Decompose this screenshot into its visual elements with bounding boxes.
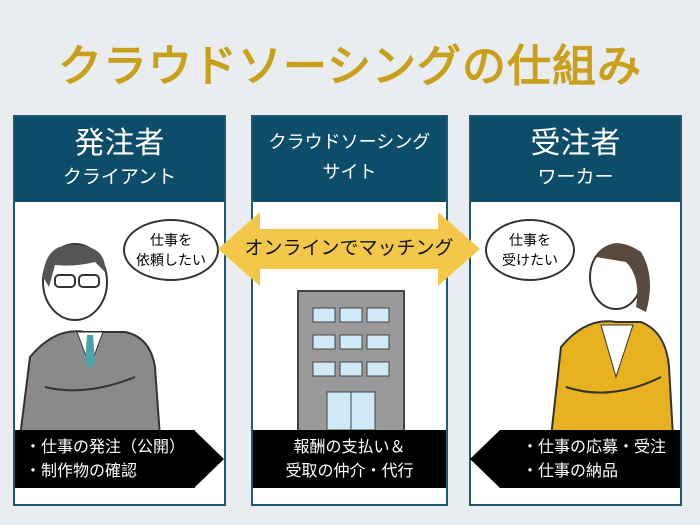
site-title-line2: サイト — [322, 162, 377, 183]
worker-subtitle: ワーカー — [537, 166, 614, 188]
matching-label: オンラインでマッチング — [244, 237, 454, 259]
task-item: ・仕事の納品 — [522, 461, 619, 480]
speech-line: 依頼したい — [136, 253, 206, 269]
businessman-illustration — [18, 243, 162, 437]
site-title-line1: クラウドソーシング — [268, 132, 431, 153]
task-item: ・制作物の確認 — [25, 461, 138, 480]
client-title: 発注者 — [74, 126, 165, 161]
client-subtitle: クライアント — [62, 166, 177, 188]
worker-tasks-box: ・仕事の応募・受注 ・仕事の納品 — [500, 430, 680, 488]
task-item: ・仕事の発注（公開） — [25, 437, 186, 456]
building-icon — [297, 290, 405, 432]
right-pointer-icon — [194, 430, 224, 488]
worker-header: 受注者 ワーカー — [471, 117, 680, 202]
worker-title: 受注者 — [530, 126, 621, 161]
worker-speech-bubble: 仕事を 受けたい — [485, 219, 575, 281]
task-item: 受取の仲介・代行 — [285, 461, 414, 480]
task-item: 報酬の支払い＆ — [293, 437, 406, 456]
client-speech-bubble: 仕事を 依頼したい — [123, 219, 219, 281]
page-title: クラウドソーシングの仕組み — [57, 41, 643, 92]
site-header: クラウドソーシング サイト — [253, 117, 446, 202]
speech-line: 受けたい — [502, 253, 558, 269]
site-panel: クラウドソーシング サイト — [251, 115, 448, 506]
client-header: 発注者 クライアント — [15, 117, 224, 202]
left-pointer-icon — [470, 430, 500, 488]
businesswoman-illustration — [549, 243, 675, 437]
client-tasks-box: ・仕事の発注（公開） ・制作物の確認 — [15, 430, 195, 488]
site-tasks-box: 報酬の支払い＆ 受取の仲介・代行 — [253, 430, 446, 488]
task-item: ・仕事の応募・受注 — [522, 437, 667, 456]
double-arrow-icon — [218, 212, 480, 286]
speech-line: 仕事を — [509, 233, 551, 249]
speech-line: 仕事を — [150, 233, 192, 249]
